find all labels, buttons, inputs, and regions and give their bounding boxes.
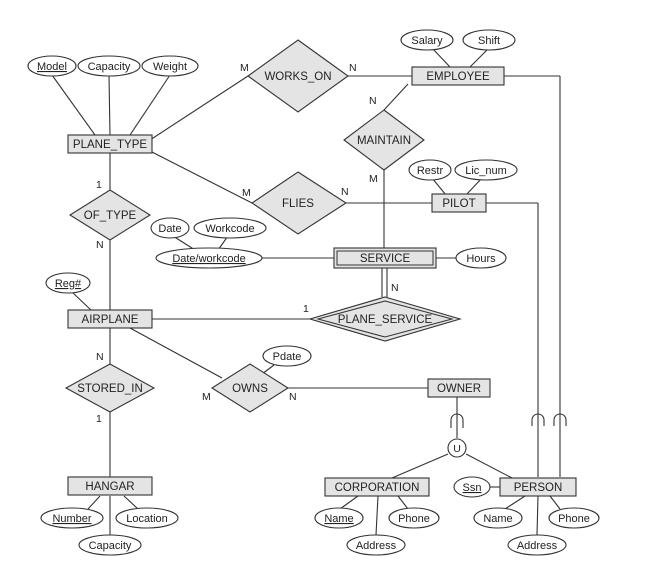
card-planeservice-airplane: 1	[303, 303, 309, 315]
relationship-of-type: OF_TYPE	[68, 189, 152, 241]
attribute-date: Date	[150, 217, 190, 239]
attribute-lic-num: Lic_num	[454, 159, 518, 181]
attribute-date-label: Date	[158, 223, 181, 235]
attribute-location-label: Location	[126, 513, 168, 525]
attribute-person-name-label: Name	[483, 513, 512, 525]
attribute-salary: Salary	[400, 29, 454, 51]
attribute-corporation-name-label: Name	[324, 513, 353, 525]
attribute-lic-num-label: Lic_num	[465, 165, 507, 177]
card-oftype-airplane: N	[96, 239, 104, 251]
attribute-workcode-label: Workcode	[205, 223, 254, 235]
relationship-stored-in-label: STORED_IN	[77, 383, 143, 395]
card-storedin-airplane: N	[96, 351, 104, 363]
entity-pilot: PILOT	[431, 193, 487, 213]
attribute-location: Location	[115, 507, 179, 529]
entity-owner-label: OWNER	[437, 383, 481, 395]
attribute-date-workcode-label: Date/workcode	[172, 253, 245, 265]
entity-corporation: CORPORATION	[324, 477, 430, 497]
relationship-plane-service-label: PLANE_SERVICE	[338, 314, 433, 326]
card-maintain-service: M	[369, 173, 378, 185]
relationship-maintain-label: MAINTAIN	[357, 135, 411, 147]
relationship-stored-in: STORED_IN	[64, 363, 156, 413]
attribute-ssn: Ssn	[453, 476, 491, 498]
card-works-on-planetype: M	[240, 62, 249, 74]
entity-plane-type: PLANE_TYPE	[67, 134, 153, 154]
attribute-model: Model	[27, 55, 77, 77]
attribute-number: Number	[40, 507, 104, 529]
relationship-works-on: WORKS_ON	[247, 39, 349, 113]
card-planeservice-service: N	[391, 282, 399, 294]
attribute-salary-label: Salary	[411, 35, 443, 47]
attribute-weight: Weight	[141, 55, 199, 77]
attribute-hours-label: Hours	[466, 253, 496, 265]
attribute-corporation-phone: Phone	[388, 507, 440, 529]
entity-service: SERVICE	[333, 247, 437, 269]
attribute-restr: Restr	[408, 159, 452, 181]
attribute-reg-label: Reg#	[55, 278, 82, 290]
attribute-person-address: Address	[507, 534, 567, 556]
attribute-person-name: Name	[473, 507, 523, 529]
relationship-works-on-label: WORKS_ON	[264, 71, 331, 83]
attribute-corporation-name: Name	[314, 507, 364, 529]
attribute-date-workcode: Date/workcode	[155, 247, 263, 269]
entity-corporation-label: CORPORATION	[335, 482, 420, 494]
card-flies-planetype: M	[242, 187, 251, 199]
relationship-maintain: MAINTAIN	[343, 109, 425, 171]
attribute-corporation-address: Address	[346, 534, 406, 556]
connector-lines	[51, 47, 567, 536]
attribute-weight-label: Weight	[153, 61, 187, 73]
entity-hangar: HANGAR	[67, 476, 153, 496]
relationship-owns: OWNS	[210, 363, 290, 413]
attribute-person-phone: Phone	[548, 507, 600, 529]
relationship-owns-label: OWNS	[232, 383, 268, 395]
entity-airplane-label: AIRPLANE	[82, 314, 139, 326]
attribute-capacity-plane-type-label: Capacity	[88, 61, 131, 73]
entity-owner: OWNER	[427, 378, 491, 398]
attribute-number-label: Number	[52, 513, 91, 525]
attribute-corporation-address-label: Address	[356, 540, 397, 552]
entity-pilot-label: PILOT	[442, 198, 475, 210]
attribute-person-phone-label: Phone	[558, 513, 590, 525]
card-flies-pilot: N	[341, 186, 349, 198]
attribute-reg: Reg#	[45, 272, 91, 294]
entity-person-label: PERSON	[514, 482, 563, 494]
entity-person: PERSON	[499, 477, 577, 497]
card-maintain-employee: N	[369, 95, 377, 107]
attribute-pdate-label: Pdate	[273, 351, 302, 363]
cardinality-labels: M N N M M N 1 N N 1 N 1 M N	[96, 62, 399, 425]
relationship-flies-label: FLIES	[282, 198, 314, 210]
card-oftype-planetype: 1	[96, 179, 102, 191]
attribute-model-label: Model	[37, 61, 67, 73]
attribute-shift: Shift	[462, 29, 516, 51]
attribute-shift-label: Shift	[478, 35, 500, 47]
entity-employee: EMPLOYEE	[411, 66, 505, 86]
entity-hangar-label: HANGAR	[85, 481, 134, 493]
attribute-corporation-phone-label: Phone	[398, 513, 430, 525]
attribute-hours: Hours	[455, 247, 507, 269]
entity-airplane: AIRPLANE	[67, 309, 153, 329]
attribute-person-address-label: Address	[517, 540, 558, 552]
entity-employee-label: EMPLOYEE	[426, 71, 490, 83]
entity-service-label: SERVICE	[360, 253, 411, 265]
relationship-plane-service: PLANE_SERVICE	[308, 296, 462, 342]
attribute-capacity-plane-type: Capacity	[77, 55, 141, 77]
attribute-ssn-label: Ssn	[463, 482, 482, 494]
relationship-flies: FLIES	[251, 171, 348, 235]
relationship-of-type-label: OF_TYPE	[84, 210, 137, 222]
card-owns-owner: N	[289, 391, 297, 403]
attribute-restr-label: Restr	[417, 165, 444, 177]
card-storedin-hangar: 1	[96, 413, 102, 425]
attribute-capacity-hangar: Capacity	[78, 534, 142, 556]
union-category: U	[447, 438, 467, 458]
card-works-on-employee: N	[349, 62, 357, 74]
union-symbol: U	[453, 443, 461, 455]
attribute-workcode: Workcode	[193, 217, 267, 239]
card-owns-airplane: M	[202, 391, 211, 403]
attribute-pdate: Pdate	[262, 345, 312, 367]
attribute-capacity-hangar-label: Capacity	[89, 540, 132, 552]
entity-plane-type-label: PLANE_TYPE	[73, 139, 147, 151]
